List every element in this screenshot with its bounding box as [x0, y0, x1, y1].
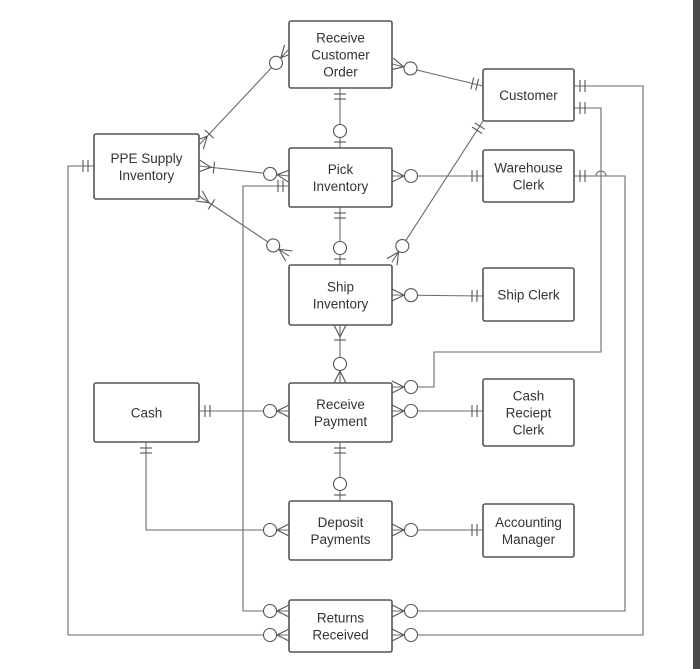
entity-box	[288, 500, 393, 561]
entity-cash: Cash	[93, 382, 200, 443]
optional-circle	[262, 603, 278, 619]
crows-foot-mark	[195, 190, 211, 204]
optional-circle	[263, 166, 278, 181]
entity-label-line: Cash	[513, 389, 545, 404]
ppe-returns-line	[67, 165, 289, 636]
optional-circle	[262, 522, 278, 538]
cash-deposit-line	[145, 442, 289, 531]
cardinality-bar	[204, 129, 215, 139]
payment-customer-line	[392, 107, 602, 388]
entity-box	[288, 20, 393, 89]
optional-circle	[403, 403, 419, 419]
entity-box	[482, 149, 575, 203]
optional-circle	[403, 61, 418, 76]
entity-label-line: Reciept	[506, 406, 552, 421]
optional-circle	[403, 522, 419, 538]
entity-label-line: Receive	[316, 397, 365, 412]
entity-label-line: Cash	[131, 406, 163, 421]
optional-circle	[332, 240, 348, 256]
entity-label-line: Returns	[317, 611, 365, 626]
entity-label-line: Inventory	[313, 179, 369, 194]
entity-label-line: Deposit	[318, 515, 364, 530]
customer-returns-line	[392, 85, 644, 636]
ship-customer-line	[391, 120, 484, 263]
entity-ship-clerk: Ship Clerk	[482, 267, 575, 322]
entity-box	[482, 378, 575, 447]
optional-circle	[262, 403, 278, 419]
optional-circle	[395, 238, 410, 254]
entity-box	[482, 503, 575, 558]
cardinality-bar	[475, 78, 480, 91]
cardinality-bar	[212, 161, 216, 174]
optional-circle	[403, 168, 419, 184]
entity-box	[482, 267, 575, 322]
optional-circle	[403, 379, 419, 395]
optional-circle	[403, 627, 419, 643]
entity-label-line: Clerk	[513, 423, 545, 438]
entity-box	[288, 599, 393, 653]
line-hop	[595, 170, 607, 177]
entity-box	[288, 382, 393, 443]
cardinality-bar	[474, 122, 486, 130]
entity-box	[288, 147, 393, 208]
optional-circle	[266, 238, 281, 253]
optional-circle	[403, 603, 419, 619]
optional-circle	[332, 123, 348, 139]
entity-box	[288, 264, 393, 326]
entity-label-line: Ship Clerk	[497, 288, 560, 303]
entity-label-line: Order	[323, 65, 358, 80]
optional-circle	[268, 55, 284, 70]
crows-foot-mark	[333, 324, 347, 339]
entity-label-line: Receive	[316, 31, 365, 46]
entity-label-line: Clerk	[513, 178, 545, 193]
entity-customer: Customer	[482, 68, 575, 122]
entity-label-line: Customer	[499, 88, 558, 103]
crows-foot-mark	[198, 159, 213, 173]
entity-label-line: Inventory	[313, 297, 369, 312]
entity-label-line: Inventory	[119, 168, 175, 183]
relationship-lines	[67, 44, 644, 643]
entity-box	[93, 133, 200, 200]
optional-circle	[403, 288, 419, 303]
entity-label-line: Customer	[311, 48, 370, 63]
entity-label-line: Accounting	[495, 515, 562, 530]
entity-label-line: Payments	[310, 532, 370, 547]
optional-circle	[332, 356, 348, 372]
entity-label-line: Payment	[314, 414, 368, 429]
entity-label-line: Pick	[328, 162, 354, 177]
window-edge	[693, 0, 700, 669]
entity-box	[482, 68, 575, 122]
cardinality-bar	[207, 199, 216, 210]
entity-label-line: Manager	[502, 532, 556, 547]
entity-label-line: Warehouse	[494, 161, 563, 176]
cardinality-bar	[471, 126, 483, 134]
entity-box	[93, 382, 200, 443]
cardinality-bar	[470, 77, 475, 90]
entity-label-line: PPE Supply	[110, 151, 182, 166]
optional-circle	[332, 476, 348, 492]
entity-label-line: Received	[312, 628, 368, 643]
entity-label-line: Ship	[327, 280, 354, 295]
optional-circle	[262, 627, 278, 643]
warehouse-returns-line	[392, 175, 626, 612]
